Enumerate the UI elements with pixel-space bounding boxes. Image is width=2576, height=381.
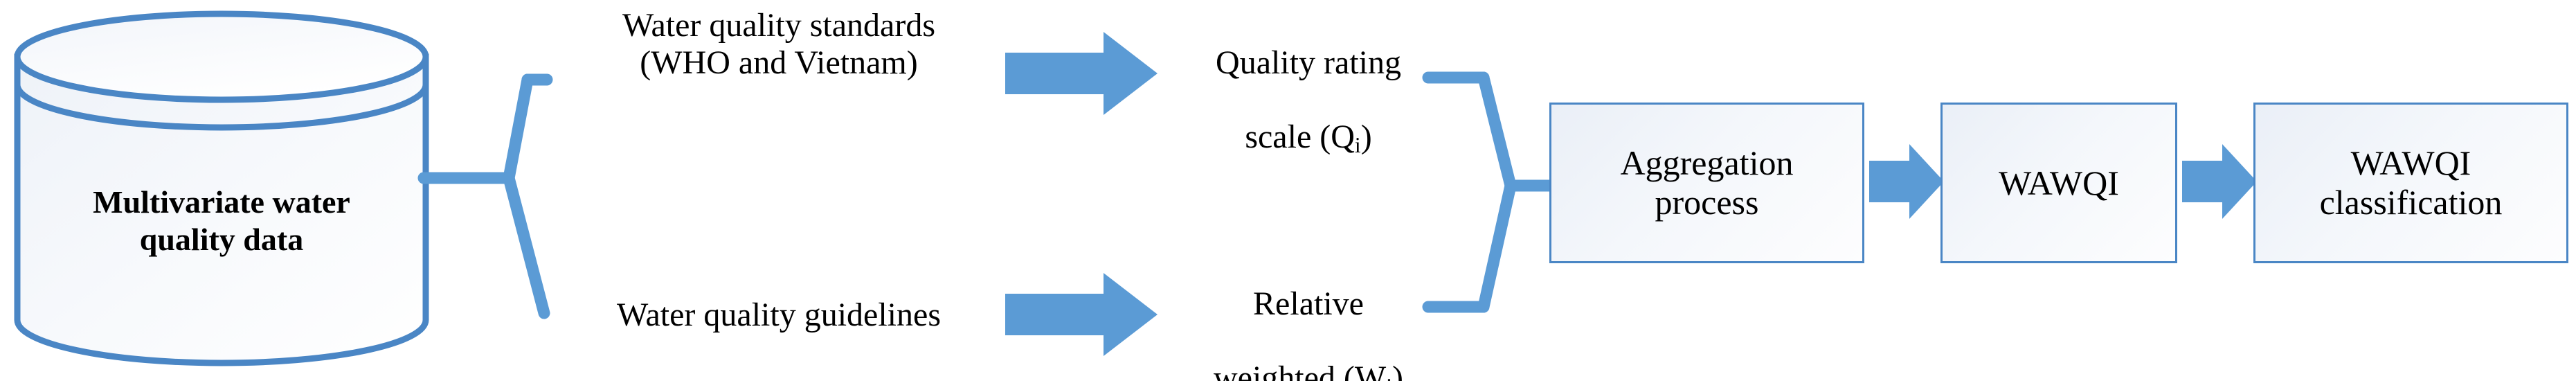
branch-upper-source-label: Water quality standards (WHO and Vietnam…	[622, 7, 935, 81]
process-box-classification-label: WAWQI classification	[2319, 143, 2503, 222]
branch-lower-result-line1: Relative	[1253, 285, 1364, 322]
branch-lower-source-label: Water quality guidelines	[617, 296, 941, 333]
process-box-classification[interactable]: WAWQI classification	[2253, 103, 2568, 263]
split-fork-connector	[417, 73, 553, 319]
branch-upper-result-label: Quality rating scale (Qi)	[1170, 7, 1447, 195]
branch-upper-result-line2: scale (Qi)	[1170, 118, 1447, 157]
database-cylinder-icon	[14, 10, 429, 366]
arrow-standards-to-qi	[1005, 32, 1158, 115]
branch-lower-result-suffix: )	[1392, 360, 1404, 381]
branch-lower-result-subscript: i	[1386, 374, 1392, 381]
datastore-label: Multivariate water quality data	[93, 184, 350, 258]
process-box-wawqi[interactable]: WAWQI	[1940, 103, 2177, 263]
branch-lower-result-label: Relative weighted (Wi)	[1170, 248, 1447, 381]
branch-upper-result-prefix: scale (Q	[1245, 118, 1355, 156]
arrow-aggregation-to-wawqi	[1869, 144, 1944, 219]
process-box-aggregation[interactable]: Aggregation process	[1549, 103, 1864, 263]
arrow-guidelines-to-wi	[1005, 273, 1158, 356]
branch-lower-result-prefix: weighted (W	[1213, 360, 1387, 381]
branch-upper-result-suffix: )	[1360, 118, 1372, 156]
merge-fork-connector	[1422, 71, 1560, 313]
process-box-wawqi-label: WAWQI	[1999, 163, 2119, 202]
branch-upper-result-subscript: i	[1354, 133, 1361, 158]
process-box-aggregation-label: Aggregation process	[1620, 143, 1794, 222]
branch-upper-result-line1: Quality rating	[1216, 44, 1401, 81]
branch-lower-result-line2: weighted (Wi)	[1170, 360, 1447, 381]
arrow-wawqi-to-classification	[2182, 144, 2257, 219]
